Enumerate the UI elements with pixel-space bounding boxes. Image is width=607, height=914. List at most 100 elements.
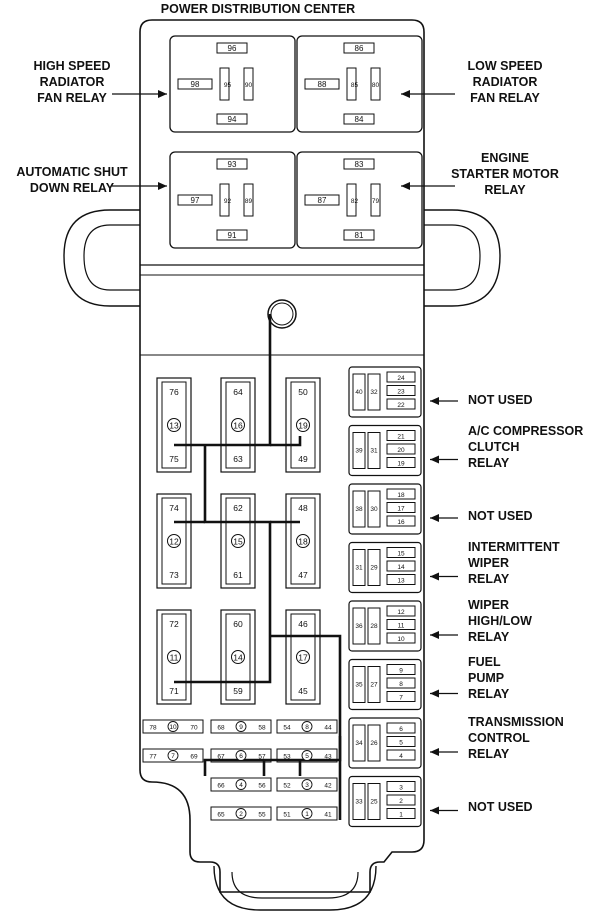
side-relay-arrow xyxy=(430,631,458,639)
fuse-number-circle xyxy=(231,534,245,548)
relay-arrow xyxy=(401,182,455,190)
mini-fuse-left-terminal: 78 xyxy=(149,725,157,732)
side-relay-pin-b xyxy=(367,432,381,469)
side-relay-pin xyxy=(386,385,416,396)
relay-pin-bottom xyxy=(343,229,375,241)
side-relay-pin-b xyxy=(367,666,381,703)
relay-pin-right xyxy=(370,67,381,101)
mini-fuse-circle xyxy=(301,779,313,790)
relay-pin-left-label: 98 xyxy=(191,80,200,89)
relay-pin-mid-label: 82 xyxy=(351,198,359,205)
relay-label-line: ENGINE xyxy=(481,151,529,165)
side-relay-label-line: INTERMITTENT xyxy=(468,540,560,554)
relay-pin-left xyxy=(304,78,340,90)
side-relay-pin-a xyxy=(352,373,366,411)
relay-label-line: RADIATOR xyxy=(40,75,105,89)
side-relay-pin-a-label: 36 xyxy=(355,623,363,630)
fuse-terminal-bottom: 59 xyxy=(233,686,243,696)
fuse-terminal-bottom: 63 xyxy=(233,454,243,464)
side-relay-pin-label: 6 xyxy=(399,726,403,733)
relay-pin-top xyxy=(343,158,375,170)
side-relay-pin-b-label: 32 xyxy=(370,389,378,396)
side-relay-pin-b-label: 31 xyxy=(370,448,378,455)
fuse-block-inner xyxy=(290,497,316,585)
relay-pin-mid-label: 85 xyxy=(351,82,359,89)
side-relay-pin-label: 24 xyxy=(397,375,405,382)
relay-pin-bottom xyxy=(216,229,248,241)
fuse-block-outer xyxy=(156,493,192,589)
side-relay-pin xyxy=(386,781,416,792)
mini-fuse-circle xyxy=(301,721,313,732)
relay-pin-bottom-label: 91 xyxy=(228,231,237,240)
side-relay-arrow-head xyxy=(430,748,439,756)
mini-fuse-left-terminal: 77 xyxy=(149,754,157,761)
relay-pin-mid xyxy=(346,67,357,101)
side-relay-arrow-head xyxy=(430,689,439,698)
side-relay-label-line: FUEL xyxy=(468,655,501,669)
relay-pin-mid xyxy=(219,67,230,101)
side-relay-pin-label: 22 xyxy=(397,402,405,409)
side-relay-pin xyxy=(386,398,416,410)
relay-label-line: AUTOMATIC SHUT xyxy=(16,165,128,179)
side-relay-housing xyxy=(348,600,422,652)
side-relay-pin xyxy=(386,371,416,383)
side-relay-pin-a-label: 38 xyxy=(355,506,363,513)
side-relay-label-line: RELAY xyxy=(468,747,510,761)
side-relay-pin-a-label: 31 xyxy=(355,565,363,572)
side-relay-housing xyxy=(348,366,422,418)
fuse-terminal-top: 76 xyxy=(169,387,179,397)
relay-housing xyxy=(296,151,423,249)
relay-pin-bottom-label: 81 xyxy=(355,231,364,240)
side-relay-pin-a-label: 40 xyxy=(355,389,363,396)
relay-label-line: DOWN RELAY xyxy=(30,181,115,195)
side-relay-label-line: CONTROL xyxy=(468,731,530,745)
fuse-number: 11 xyxy=(170,653,179,663)
fuse-number-circle xyxy=(296,418,310,432)
relay-pin-top xyxy=(216,158,248,170)
fuse-number-circle xyxy=(296,650,310,664)
side-relay-label-line: RELAY xyxy=(468,456,510,470)
side-relay-label-line: RELAY xyxy=(468,630,510,644)
fuse-block-outer xyxy=(220,609,256,705)
side-relay-pin-label: 11 xyxy=(398,623,405,630)
side-relay-pin xyxy=(386,749,416,761)
side-relay-pin-label: 18 xyxy=(397,492,405,499)
side-relay-pin-label: 5 xyxy=(399,740,403,747)
side-relay-pin xyxy=(386,794,416,806)
side-relay-pin-b xyxy=(367,490,381,528)
diagram-title: POWER DISTRIBUTION CENTER xyxy=(161,2,355,16)
side-relay-pin-label: 16 xyxy=(397,519,405,526)
side-relay-pin-b-label: 28 xyxy=(370,623,378,630)
side-relay-pin xyxy=(386,632,416,644)
relay-pin-left-label: 87 xyxy=(318,196,327,205)
side-relay-pin-label: 9 xyxy=(399,668,403,675)
relay-pin-bottom xyxy=(216,113,248,125)
mini-fuse-number: 5 xyxy=(305,753,309,760)
side-relay-label-line: NOT USED xyxy=(468,509,533,523)
fuse-block-outer xyxy=(220,493,256,589)
fuse-number: 13 xyxy=(169,421,179,431)
mini-fuse-body xyxy=(210,806,272,821)
side-relay-pin-a xyxy=(352,432,366,469)
fuse-terminal-bottom: 49 xyxy=(298,454,308,464)
relay-label: AUTOMATIC SHUT DOWN RELAY xyxy=(16,165,128,195)
side-relay-housing xyxy=(348,541,422,594)
side-relay-pin xyxy=(386,515,416,527)
mini-fuse-circle xyxy=(167,721,179,732)
fuse-number-circle xyxy=(296,534,310,548)
side-relay-arrow-head xyxy=(430,631,439,639)
mini-fuse-right-terminal: 44 xyxy=(324,725,332,732)
mini-fuse-left-terminal: 51 xyxy=(283,812,291,819)
side-relay-arrow-head xyxy=(430,806,439,815)
relay-pin-right xyxy=(243,183,254,217)
